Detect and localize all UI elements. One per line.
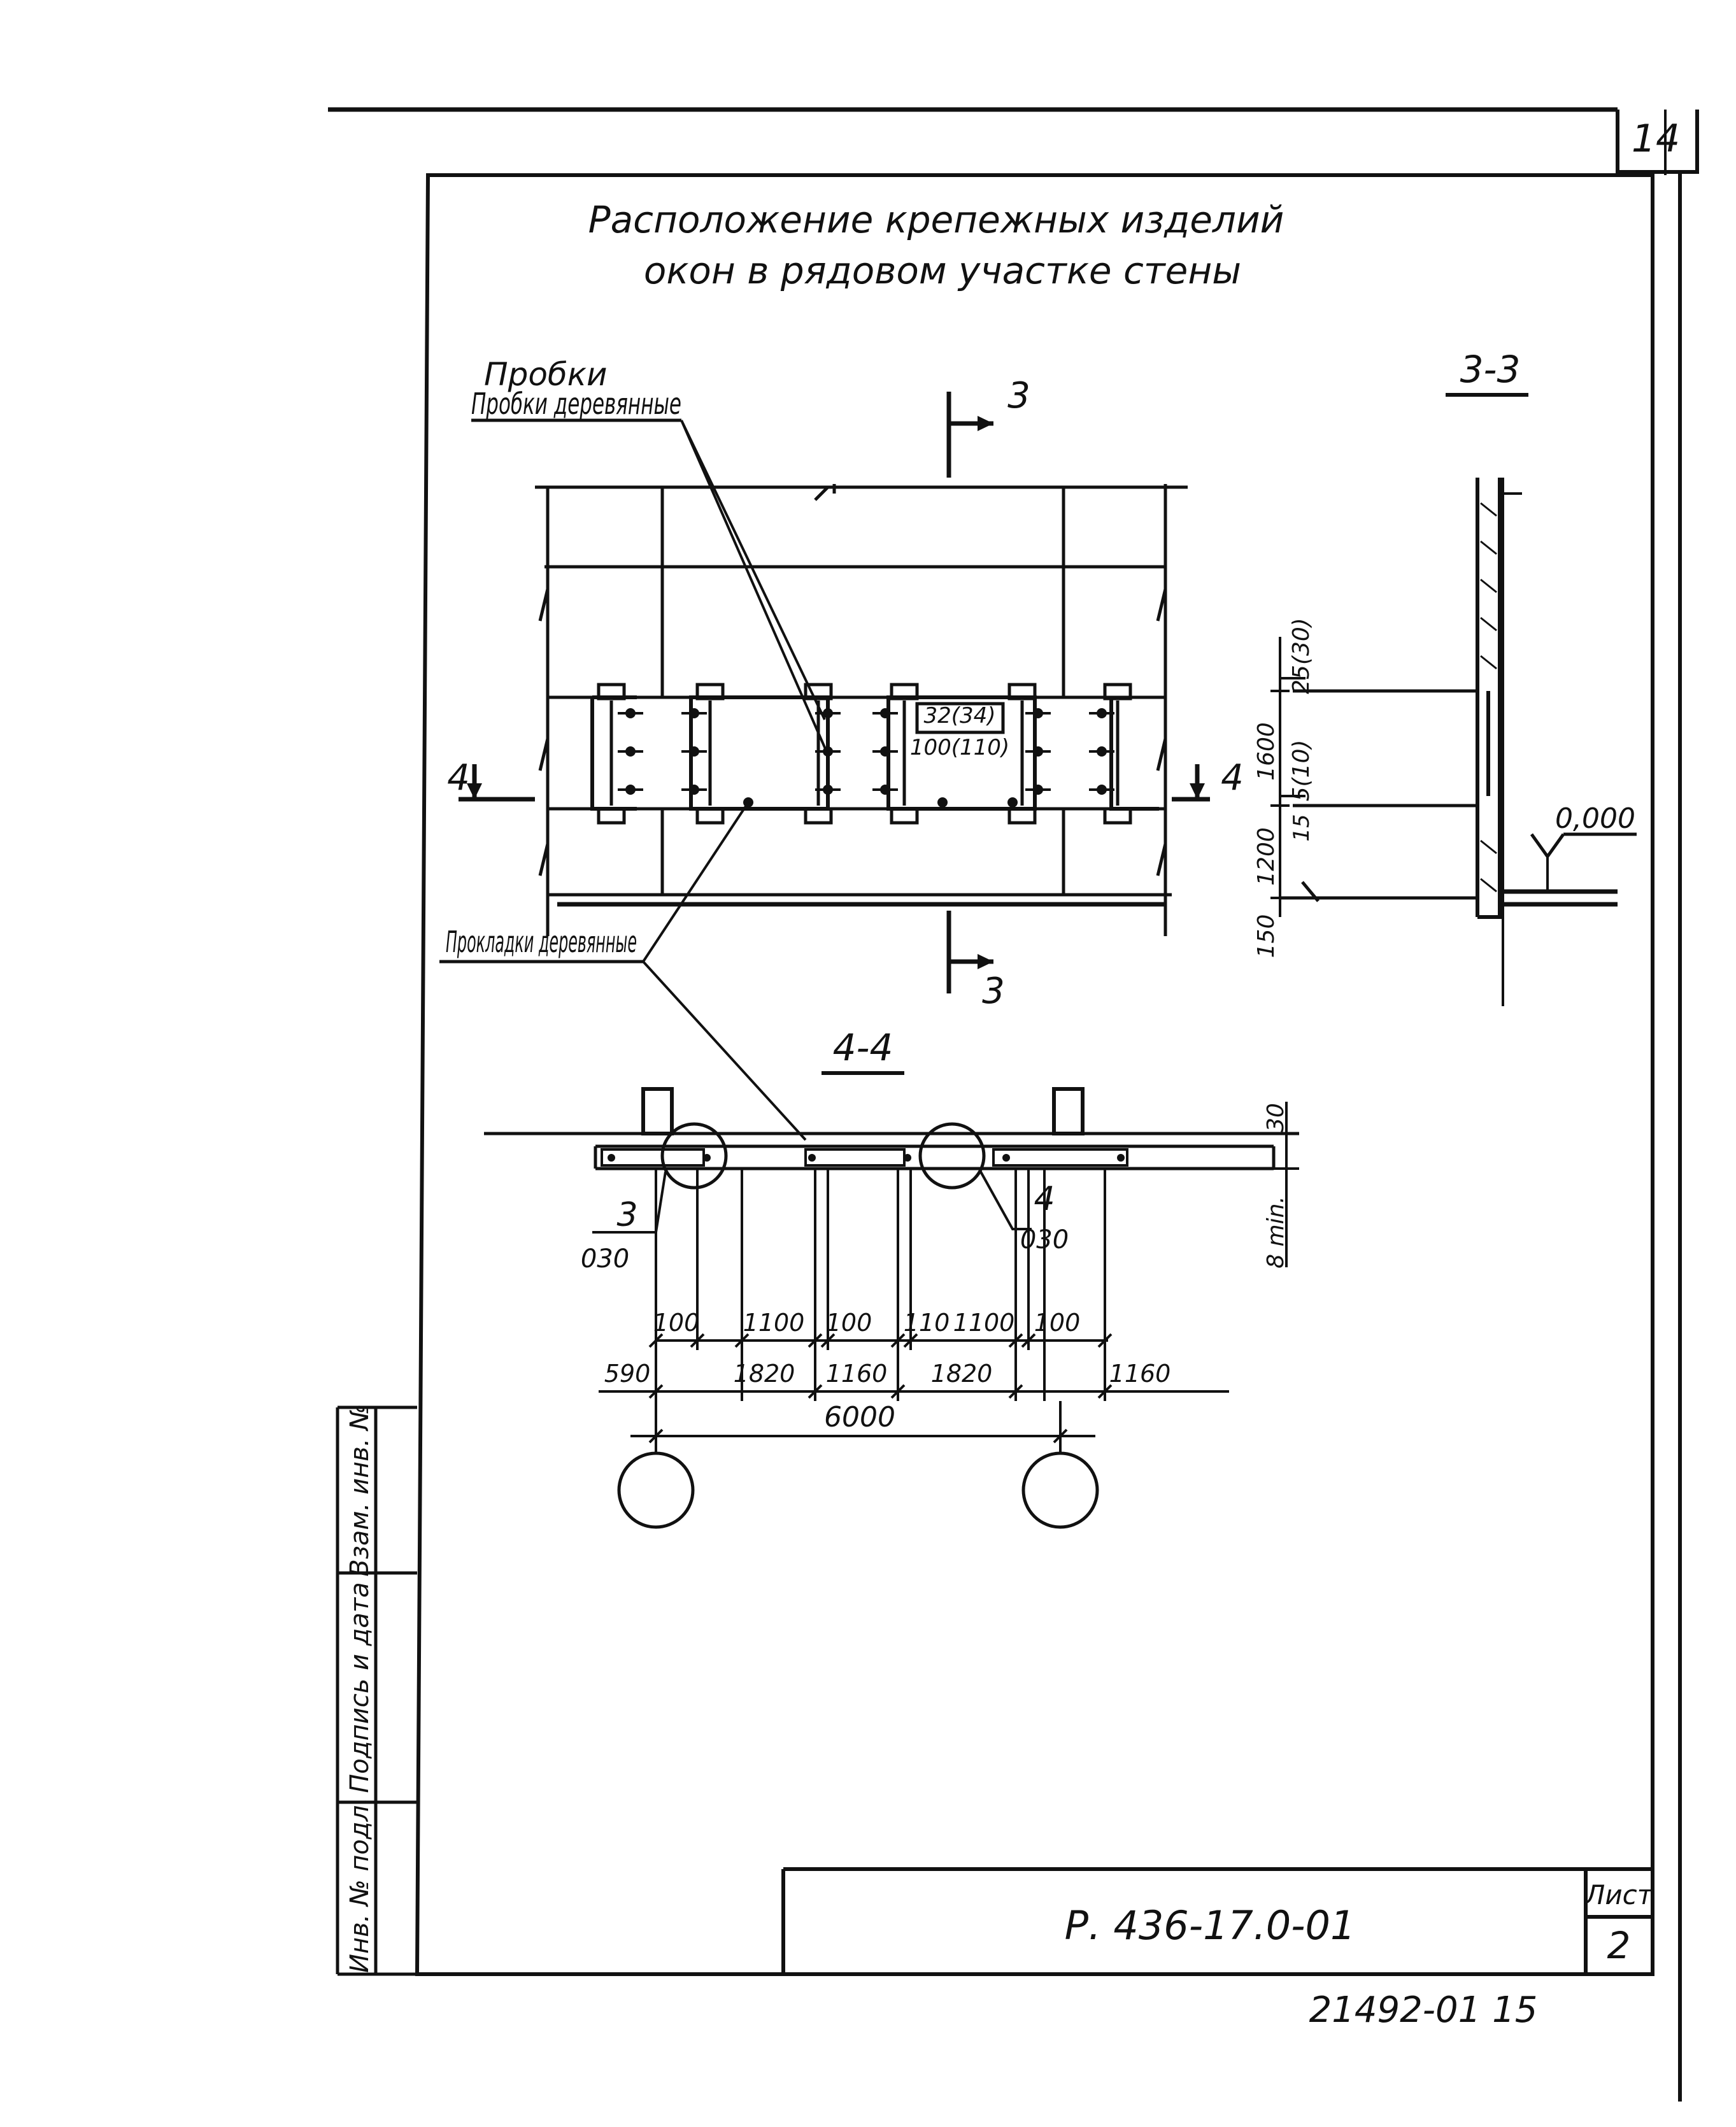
- dim-25-30: 25(30): [1288, 618, 1314, 694]
- section-3-3: 3-3 1600 1200 150 25(30) 5(10) 15 0,000: [1253, 348, 1637, 1006]
- dim-row1-2: 100: [826, 1309, 872, 1337]
- dim-row1-4: 1100: [953, 1309, 1015, 1337]
- dim-row1-1: 1100: [743, 1309, 805, 1337]
- dim-height-1200: 1200: [1253, 827, 1279, 886]
- dim-15: 15: [1289, 814, 1314, 841]
- page-number-box: [1616, 110, 1699, 174]
- section-marker-3-bottom: 3: [946, 911, 1005, 1012]
- dim-thickness-30: 30: [1263, 1103, 1289, 1132]
- section-marker-4-left: 4: [447, 757, 535, 802]
- dim-row1-5: 100: [1034, 1309, 1081, 1337]
- dim-5-10: 5(10): [1288, 740, 1314, 802]
- page-number: 14: [1632, 117, 1680, 161]
- dim-height-1600: 1600: [1253, 722, 1279, 781]
- grid-axis-right: [1021, 1451, 1099, 1529]
- section-marker-4-right: 4: [1172, 757, 1244, 802]
- dim-row2-4: 1160: [1109, 1360, 1171, 1388]
- node-3-sheet: 030: [581, 1244, 629, 1274]
- plan-dim-label-b: 100(110): [910, 735, 1009, 760]
- sheet-frame: [415, 173, 1654, 1976]
- level-mark: 0,000: [1555, 802, 1635, 835]
- callout-plugs-line-1: Пробки: [484, 356, 607, 393]
- stamp-inv-original: Инв. № подл.: [345, 1797, 374, 1973]
- stamp-replaces-inv: Взам. инв. №: [345, 1404, 374, 1577]
- stamp-signature-date: Подпись и дата: [345, 1582, 374, 1793]
- callout-wooden-plugs: Пробки Пробки деревянные: [471, 356, 829, 755]
- dim-height-150: 150: [1253, 914, 1279, 958]
- svg-text:4: 4: [1221, 757, 1244, 799]
- callout-spacers-label: Прокладки деревянные: [446, 925, 637, 959]
- drawing-title-line-2: окон в рядовом участке стены: [644, 249, 1241, 292]
- document-code: Р. 436-17.0-01: [1065, 1902, 1356, 1949]
- section-marker-3-top: 3: [946, 375, 1030, 478]
- section-3-3-title: 3-3: [1460, 348, 1521, 391]
- dim-row2-1: 1820: [734, 1360, 795, 1388]
- dim-total-6000: 6000: [824, 1401, 895, 1433]
- svg-text:3: 3: [1007, 375, 1030, 416]
- dim-row2-3: 1820: [931, 1360, 993, 1388]
- inventory-number: 21492-01 15: [1309, 1989, 1538, 2031]
- callout-plugs-label: Пробки деревянные: [471, 387, 681, 421]
- section-4-4-title: 4-4: [833, 1026, 893, 1069]
- side-stamp: Инв. № подл. Подпись и дата Взам. инв. №: [336, 1404, 417, 1976]
- dim-row1-0: 100: [653, 1309, 700, 1337]
- dim-8-min: 8 min.: [1263, 1196, 1289, 1269]
- callout-wooden-spacers: Прокладки деревянные: [439, 801, 807, 1141]
- svg-text:3: 3: [982, 971, 1005, 1012]
- title-block: Р. 436-17.0-01 Лист 2: [781, 1867, 1654, 1974]
- drawing-title-line-1: Расположение крепежных изделий: [588, 198, 1284, 241]
- sheet-number: 2: [1607, 1924, 1631, 1967]
- wall-plan: 32(34) 100(110): [535, 484, 1188, 936]
- plan-dim-label-a: 32(34): [923, 703, 995, 729]
- section-4-4: 4-4 3 030 4 030 30 8 min. 100 1100 100 1…: [484, 1026, 1299, 1529]
- svg-text:4: 4: [447, 757, 470, 799]
- dim-row1-3: 110: [904, 1309, 950, 1337]
- sheet-label: Лист: [1584, 1879, 1654, 1910]
- grid-axis-left: [617, 1451, 695, 1529]
- dim-row2-2: 1160: [826, 1360, 888, 1388]
- node-3-label: 3: [616, 1196, 637, 1234]
- dim-row2-0: 590: [604, 1360, 651, 1388]
